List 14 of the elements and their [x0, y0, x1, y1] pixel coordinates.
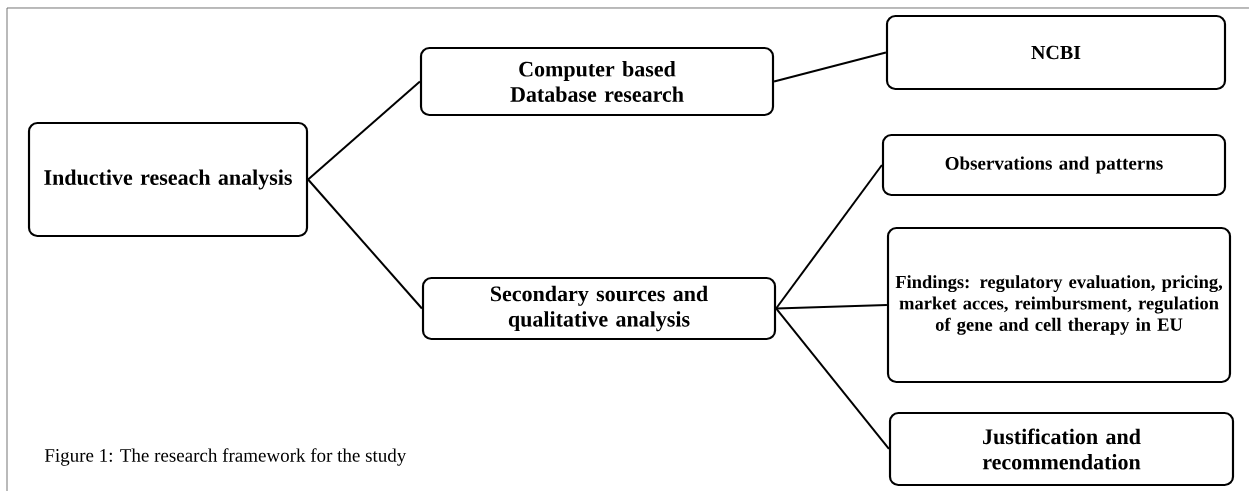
- process-box: Findings: regulatory evaluation, pricing, market acces, reimbursment, regulation of gene and cell therapy in EU: [886, 226, 1232, 384]
- connector-line: [307, 178, 423, 310]
- connector-line: [775, 307, 890, 450]
- process-box: Secondary sources and qualitative analysis: [421, 276, 777, 341]
- process-box: NCBI: [885, 14, 1227, 91]
- process-box: Justification and recommendation: [888, 411, 1235, 487]
- connector-line: [773, 51, 887, 83]
- process-box: Observations and patterns: [881, 133, 1227, 197]
- caption: Figure 1: The research framework for the study: [44, 448, 407, 466]
- connector-line: [775, 164, 883, 310]
- connector-line: [775, 304, 888, 310]
- process-box: Computer based Database research: [419, 46, 775, 117]
- process-box: Inductive reseach analysis: [27, 121, 309, 238]
- connector-line: [307, 80, 421, 181]
